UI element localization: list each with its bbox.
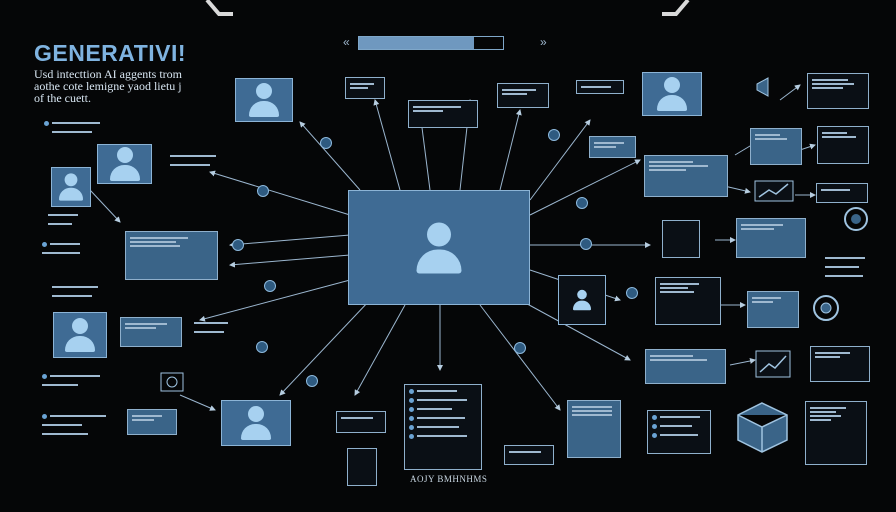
side-label bbox=[170, 153, 220, 171]
progress-bar bbox=[358, 36, 504, 50]
agent-node[interactable] bbox=[221, 400, 291, 446]
monitor-icon bbox=[655, 277, 721, 325]
info-card bbox=[589, 136, 636, 158]
info-card bbox=[125, 231, 218, 280]
megaphone-icon bbox=[756, 77, 769, 97]
info-card bbox=[336, 411, 386, 433]
info-card bbox=[750, 128, 802, 165]
side-label bbox=[825, 255, 869, 282]
side-label bbox=[42, 413, 110, 440]
person-icon bbox=[655, 77, 689, 111]
target-icon bbox=[844, 207, 868, 231]
person-icon bbox=[57, 173, 84, 201]
info-card bbox=[576, 80, 624, 94]
cube-icon bbox=[737, 402, 788, 453]
connector-dot[interactable] bbox=[576, 197, 588, 209]
info-card bbox=[497, 83, 549, 108]
side-label bbox=[194, 320, 234, 338]
connector-dot[interactable] bbox=[232, 239, 244, 251]
gear-icon bbox=[813, 295, 839, 321]
chevron-right-icon[interactable]: » bbox=[540, 35, 547, 49]
side-label bbox=[42, 241, 88, 259]
document-card bbox=[805, 401, 867, 465]
connector-dot[interactable] bbox=[264, 280, 276, 292]
checklist-card bbox=[647, 410, 711, 454]
chevron-left-icon[interactable]: « bbox=[343, 35, 350, 49]
person-icon bbox=[108, 147, 142, 181]
info-card bbox=[345, 77, 385, 99]
progress-fill bbox=[359, 37, 475, 49]
person-icon bbox=[63, 318, 97, 352]
circle-icon bbox=[160, 372, 184, 392]
info-card bbox=[645, 349, 726, 384]
corner-bracket-right bbox=[662, 0, 690, 16]
connector-dot[interactable] bbox=[257, 185, 269, 197]
connector-dot[interactable] bbox=[320, 137, 332, 149]
info-card bbox=[817, 126, 869, 164]
page-subtitle: Usd intecttion AI aggents trom aothe cot… bbox=[34, 67, 182, 105]
info-card bbox=[120, 317, 182, 347]
monitor-icon bbox=[662, 220, 700, 258]
central-agent-node[interactable] bbox=[348, 190, 530, 305]
side-label bbox=[44, 120, 106, 138]
info-card bbox=[644, 155, 728, 197]
side-label bbox=[48, 212, 88, 230]
person-icon bbox=[572, 289, 592, 311]
agent-node[interactable] bbox=[642, 72, 702, 116]
agent-node[interactable] bbox=[235, 78, 293, 122]
corner-bracket-left bbox=[205, 0, 233, 16]
info-card bbox=[736, 218, 806, 258]
connector-dot[interactable] bbox=[256, 341, 268, 353]
agent-node[interactable] bbox=[97, 144, 152, 184]
info-card bbox=[127, 409, 177, 435]
page-title: GENERATIVI! bbox=[34, 40, 187, 66]
side-label bbox=[52, 284, 104, 302]
calculator-icon bbox=[567, 400, 621, 458]
info-card bbox=[807, 73, 869, 109]
document-icon bbox=[347, 448, 377, 486]
connector-dot[interactable] bbox=[580, 238, 592, 250]
person-icon bbox=[414, 222, 465, 273]
connector-dot[interactable] bbox=[548, 129, 560, 141]
info-card bbox=[504, 445, 554, 465]
agent-node[interactable] bbox=[558, 275, 606, 325]
info-card bbox=[408, 100, 478, 128]
info-card bbox=[816, 183, 868, 203]
info-card bbox=[810, 346, 870, 382]
connector-dot[interactable] bbox=[306, 375, 318, 387]
info-card bbox=[747, 291, 799, 328]
chart-line-icon bbox=[754, 180, 794, 202]
person-icon bbox=[239, 406, 273, 440]
checklist-card bbox=[404, 384, 482, 470]
person-icon bbox=[247, 83, 281, 117]
agent-node[interactable] bbox=[53, 312, 107, 358]
connector-dot[interactable] bbox=[626, 287, 638, 299]
chart-line-icon bbox=[755, 350, 791, 378]
connector-dot[interactable] bbox=[514, 342, 526, 354]
bottom-caption: AOJY BMHNHMS bbox=[410, 474, 488, 484]
agent-node[interactable] bbox=[51, 167, 91, 207]
side-label bbox=[42, 373, 104, 391]
